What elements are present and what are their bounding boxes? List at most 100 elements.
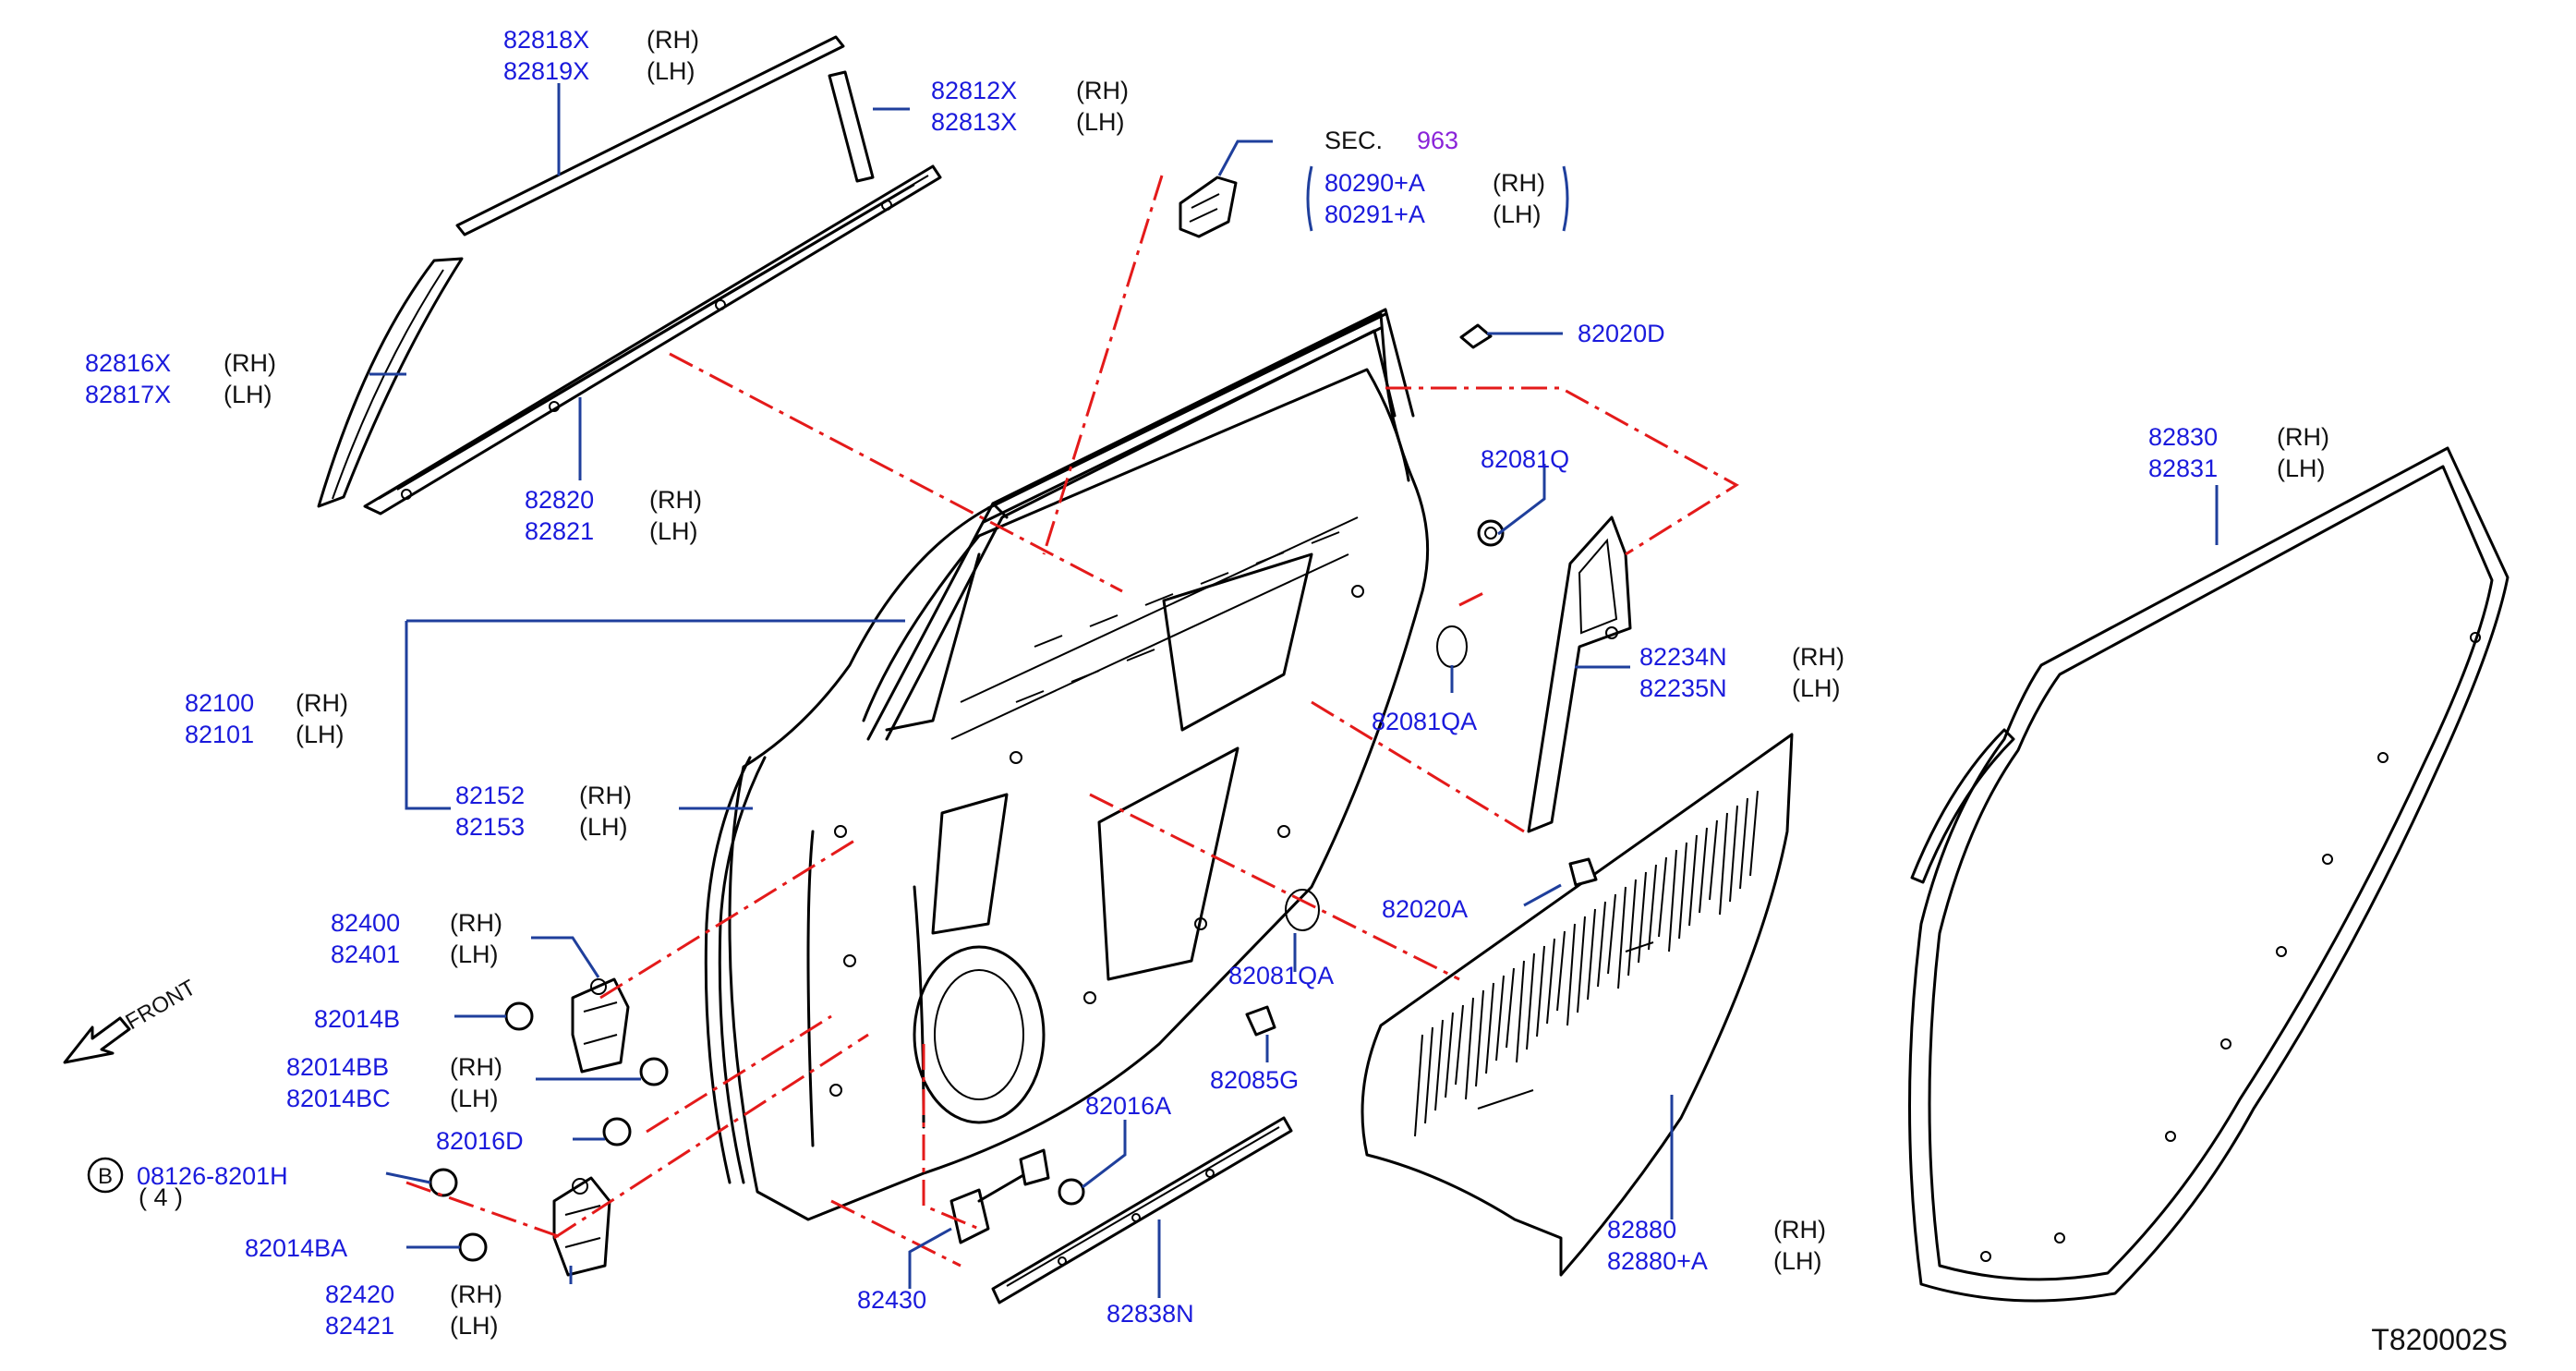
hatch-line [1465,997,1474,1100]
part-number-82081qa: 82081QA [1372,708,1477,735]
side-label: (RH) [450,1053,502,1081]
section-ref-prefix: SEC. [1324,127,1383,154]
hatch-line [1648,864,1657,951]
side-label: (RH) [579,782,632,809]
door-panel [728,312,1430,1221]
side-label: (LH) [1493,200,1542,228]
hatch-line [1749,790,1759,877]
part-number-82813x: 82813X [931,108,1017,136]
section-ref-number: 963 [1417,127,1458,154]
hatch-line [1577,916,1586,1013]
hatch-line [1729,805,1738,903]
hatch-line [1455,1004,1464,1086]
side-label: (LH) [296,721,345,748]
hatch-line [1617,886,1627,989]
hatch-line [1475,989,1484,1087]
part-number-82821: 82821 [525,517,594,545]
side-label: (RH) [450,1280,502,1308]
hatch-line [1495,975,1505,1062]
part-number-82020a: 82020A [1382,895,1468,923]
side-label: (RH) [1076,77,1129,104]
hatch-line [1668,849,1677,952]
part-number-80291-a: 80291+A [1324,200,1425,228]
hatch-line [1414,1034,1423,1137]
side-label: (RH) [296,689,348,717]
part-number-82421: 82421 [325,1312,394,1340]
side-label: (RH) [1792,643,1844,671]
part-number-82830: 82830 [2148,423,2218,451]
diagram-code: T820002S [2371,1323,2508,1356]
hatch-line [1597,901,1606,988]
hatch-line [1658,856,1667,938]
part-number-82812x: 82812X [931,77,1017,104]
part-number-82020d: 82020D [1578,320,1665,347]
side-label: (LH) [1773,1247,1822,1275]
front-label: FRONT [122,975,200,1035]
side-label: (LH) [649,517,698,545]
side-label: (LH) [2277,455,2326,482]
side-label: (RH) [1493,169,1545,197]
callout-labels: 82818X 82819X (RH) (LH) 82812X 82813X (RH) (LH)… [85,26,2329,1340]
part-number-82401: 82401 [331,940,400,968]
part-number-82081q: 82081Q [1481,445,1569,473]
part-number-82101: 82101 [185,721,254,748]
hatch-line [1434,1019,1444,1111]
hatch-line [1627,879,1637,977]
part-number-82831: 82831 [2148,455,2218,482]
side-label: (RH) [450,909,502,937]
front-arrow-icon [63,1016,131,1064]
lower-sill-moulding [991,1116,1293,1304]
side-label: (LH) [579,813,628,841]
hatch-line [1516,960,1525,1063]
pillar-trim-small [828,70,875,183]
part-number-82100: 82100 [185,689,254,717]
sealing-screen [1361,733,1794,1277]
hatch-line [1526,952,1535,1050]
part-number-82014ba: 82014BA [245,1234,347,1262]
part-number-80290-a: 80290+A [1324,169,1425,197]
side-label: (LH) [224,381,272,408]
hatch-line [1638,871,1647,964]
side-label: (LH) [1792,674,1841,702]
hatch-line [1709,819,1718,901]
part-number-82430: 82430 [857,1286,926,1314]
part-number-82085g: 82085G [1210,1066,1299,1094]
hatch-line [1556,930,1566,1012]
hatch-line [1587,908,1596,1001]
part-number-82838n: 82838N [1107,1300,1194,1328]
upper-hinge [571,977,630,1074]
hatch-line [1566,923,1576,1026]
hatch-line [1546,938,1555,1025]
side-label: (LH) [647,57,695,85]
hatch-line [1424,1026,1433,1124]
bolt-symbol-circle [87,1157,124,1194]
side-label: (LH) [1076,108,1125,136]
part-number-82880: 82880 [1607,1216,1676,1244]
part-number-82420: 82420 [325,1280,394,1308]
side-label: (RH) [647,26,699,54]
part-number-82235n: 82235N [1639,674,1727,702]
part-number-82818x: 82818X [503,26,589,54]
hatch-line [1445,1012,1454,1098]
side-label: (RH) [1773,1216,1826,1244]
side-label: (RH) [2277,423,2329,451]
front-pillar-garnish [317,257,464,508]
hatch-line [1719,812,1728,916]
belt-moulding [363,164,942,516]
hatch-line [1485,982,1494,1074]
door-sash [866,308,1415,741]
part-number-82152: 82152 [455,782,525,809]
part-number-08126-8201h: 08126-8201H [137,1162,288,1190]
bolt-symbol-letter: B [98,1164,113,1189]
door-check-link [949,1148,1050,1244]
part-number-82819x: 82819X [503,57,589,85]
bolt-quantity: ( 4 ) [139,1183,183,1211]
part-number-82016d: 82016D [436,1127,524,1155]
hatch-line [1739,797,1748,890]
part-number-82816x: 82816X [85,349,171,377]
part-number-82016a: 82016A [1085,1092,1171,1120]
side-label: (RH) [649,486,702,514]
side-label: (LH) [450,1085,499,1112]
part-number-82817x: 82817X [85,381,171,408]
